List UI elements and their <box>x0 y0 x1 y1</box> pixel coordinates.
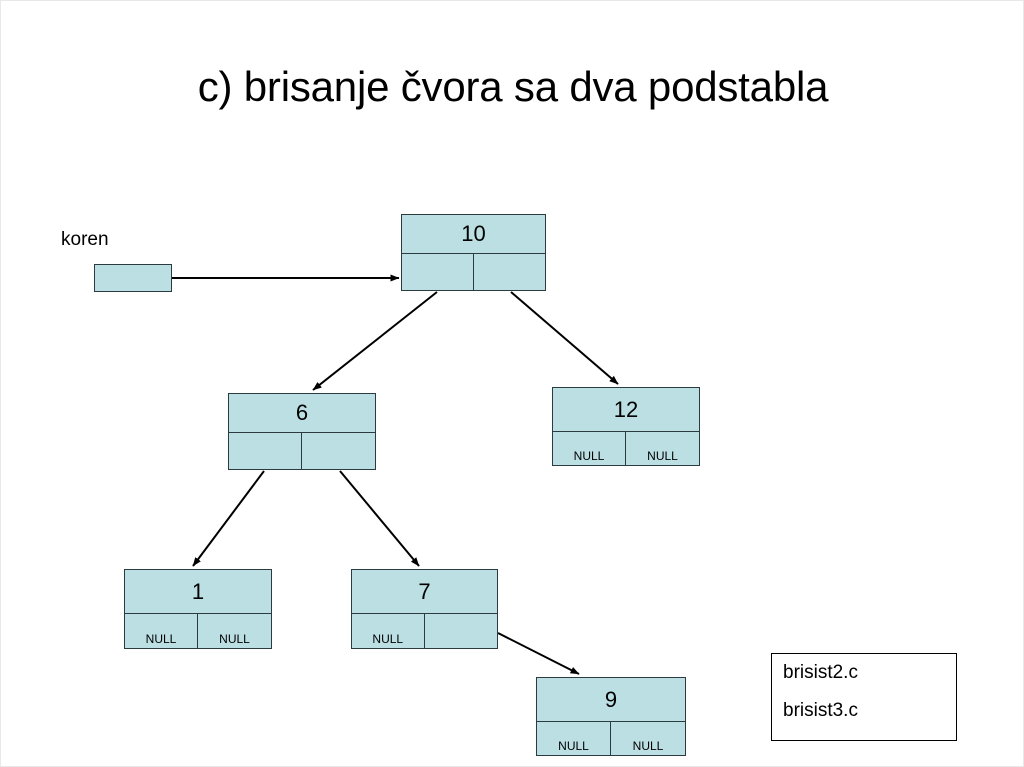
node-12-right-pointer: NULL <box>647 449 678 463</box>
node-6-right-pointer <box>302 433 375 469</box>
tree-node-10[interactable]: 10 <box>401 214 546 291</box>
node-pointers-1: NULL NULL <box>125 614 271 648</box>
node-pointers-12: NULL NULL <box>553 432 699 465</box>
node-pointers-7: NULL <box>352 614 497 648</box>
node-9-left-pointer: NULL <box>537 722 611 755</box>
tree-node-1[interactable]: 1 NULL NULL <box>124 569 272 649</box>
edge-7-right-to-9 <box>497 632 580 675</box>
node-1-left-pointer: NULL <box>125 614 198 648</box>
tree-node-12[interactable]: 12 NULL NULL <box>552 387 700 466</box>
node-12-left-pointer: NULL <box>553 432 626 465</box>
node-6-left-pointer <box>229 433 302 469</box>
node-value-9: 9 <box>537 678 685 722</box>
tree-node-9[interactable]: 9 NULL NULL <box>536 677 686 756</box>
node-value-1: 1 <box>125 570 271 614</box>
node-7-left-pointer: NULL <box>352 614 425 648</box>
edge-10-left-to-6 <box>312 291 438 391</box>
source-file-2: brisist3.c <box>783 700 858 721</box>
edge-6-right-to-7 <box>339 470 420 567</box>
node-9-right-pointer: NULL <box>632 739 664 753</box>
node-1-right-pointer: NULL <box>219 632 250 646</box>
page-title: c) brisanje čvora sa dva podstabla <box>197 63 829 110</box>
node-pointers-10 <box>402 254 545 290</box>
tree-node-7[interactable]: 7 NULL <box>351 569 498 649</box>
koren-label: koren <box>61 229 109 250</box>
koren-pointer-box <box>94 264 172 292</box>
source-files-box: brisist2.c brisist3.c <box>771 653 957 741</box>
node-pointers-6 <box>229 433 375 469</box>
edge-6-left-to-1 <box>192 470 265 567</box>
node-value-10: 10 <box>402 215 545 254</box>
node-10-right-pointer <box>474 254 546 290</box>
tree-node-6[interactable]: 6 <box>228 393 376 470</box>
node-10-left-pointer <box>402 254 474 290</box>
node-value-7: 7 <box>352 570 497 614</box>
node-7-right-pointer <box>425 614 498 648</box>
node-value-12: 12 <box>553 388 699 432</box>
node-pointers-9: NULL NULL <box>537 722 685 755</box>
edge-10-right-to-12 <box>510 291 619 385</box>
source-file-1: brisist2.c <box>783 662 858 683</box>
node-value-6: 6 <box>229 394 375 433</box>
